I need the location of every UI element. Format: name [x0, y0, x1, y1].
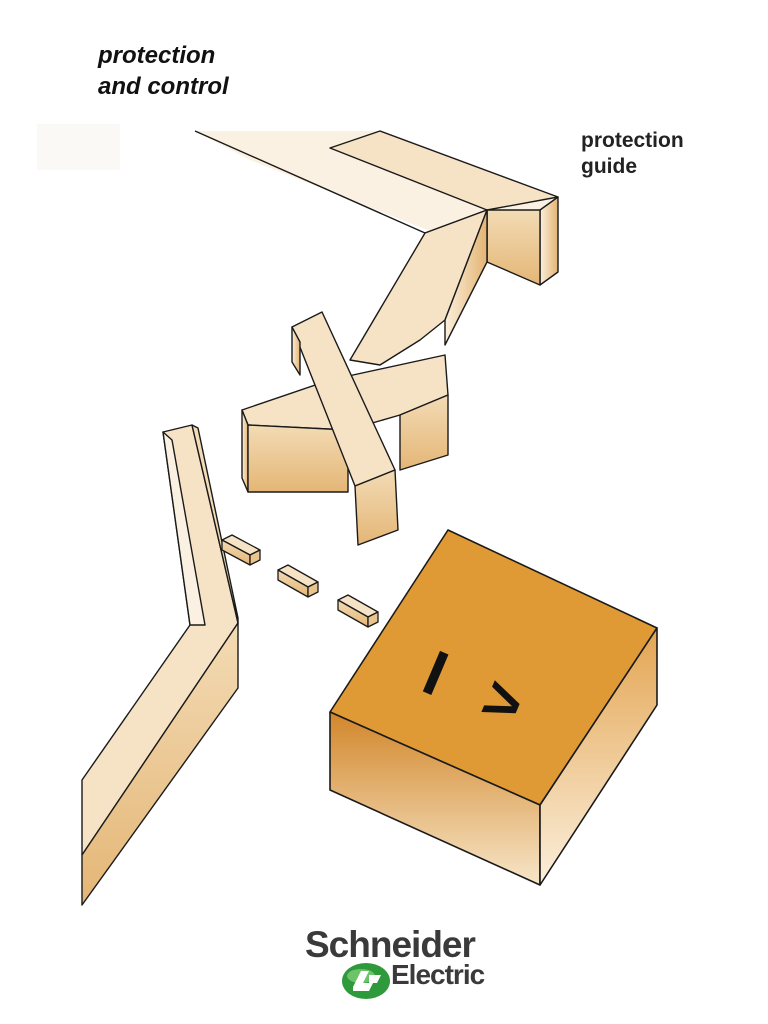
document-subtitle: protection guide [581, 128, 684, 180]
schneider-electric-leaf-icon [342, 963, 390, 999]
brand-name-line-1: Schneider [305, 924, 476, 965]
document-title: protection and control [98, 40, 229, 102]
upper-bus-bar [194, 130, 559, 366]
schneider-electric-logo: Schneider Electric [305, 925, 500, 1005]
overcurrent-relay-block [329, 529, 658, 886]
scan-artifact [37, 124, 120, 170]
lower-bus-bar [81, 424, 239, 906]
connection-dashes [221, 534, 379, 628]
subtitle-line-2: guide [581, 155, 637, 178]
title-line-1: protection [98, 42, 216, 69]
brand-name-line-2: Electric [391, 959, 485, 990]
title-line-2: and control [98, 73, 229, 100]
breaking-cross [241, 311, 449, 546]
subtitle-line-1: protection [581, 129, 684, 152]
